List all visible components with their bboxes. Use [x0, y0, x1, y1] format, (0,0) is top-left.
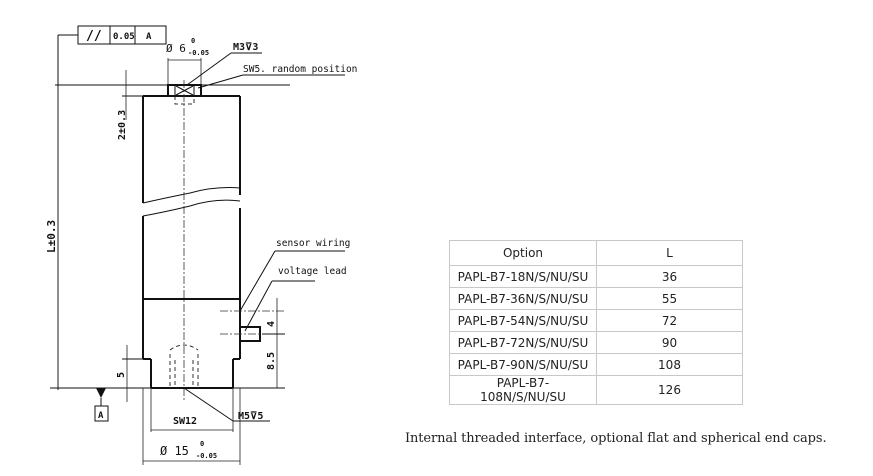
- length-cell: 108: [596, 353, 743, 376]
- option-cell: PAPL-B7-108N/S/NU/SU: [449, 375, 597, 405]
- parallelism-frame: // 0.05 A: [57, 25, 167, 390]
- top-offset-dim: 2±0.3: [117, 110, 128, 140]
- header-length: L: [596, 240, 743, 266]
- body-lower: [142, 299, 241, 389]
- parallelism-datum: A: [146, 32, 152, 42]
- option-cell: PAPL-B7-18N/S/NU/SU: [449, 265, 597, 288]
- table-header-row: Option L: [449, 240, 743, 266]
- length-cell: 55: [596, 287, 743, 310]
- lead-height-dim: 8.5: [266, 352, 277, 370]
- table-row: PAPL-B7-72N/S/NU/SU 90: [449, 331, 743, 354]
- overall-length-dim: L±0.3: [45, 220, 58, 253]
- side-lead: [220, 310, 285, 342]
- length-cell: 126: [596, 375, 743, 405]
- technical-drawing: // 0.05 A Ø 6 0 -0.05 M3⊽3 SW5. random p…: [45, 25, 357, 465]
- header-option: Option: [449, 240, 597, 266]
- sensor-wiring-label: sensor wiring: [276, 238, 350, 249]
- option-cell: PAPL-B7-90N/S/NU/SU: [449, 353, 597, 376]
- length-cell: 72: [596, 309, 743, 332]
- caption: Internal threaded interface, optional fl…: [405, 431, 827, 446]
- top-cap: [167, 84, 202, 105]
- table-row: PAPL-B7-54N/S/NU/SU 72: [449, 309, 743, 332]
- length-cell: 36: [596, 265, 743, 288]
- datum-label: A: [98, 411, 104, 421]
- length-cell: 90: [596, 331, 743, 354]
- parallelism-symbol: //: [86, 29, 102, 44]
- option-length-table: Option L PAPL-B7-18N/S/NU/SU 36 PAPL-B7-…: [449, 240, 743, 405]
- bottom-diameter-lower: -0.05: [196, 452, 217, 460]
- table-row: PAPL-B7-36N/S/NU/SU 55: [449, 287, 743, 310]
- top-diameter-lower: -0.05: [188, 49, 209, 57]
- top-thread-label: M3⊽3: [233, 42, 258, 53]
- parallelism-tolerance: 0.05: [113, 32, 135, 42]
- bottom-flat-dim: SW12: [173, 416, 197, 427]
- bottom-diameter: Ø 15: [160, 444, 189, 458]
- step-height-dim: 5: [116, 372, 127, 378]
- body-upper: [142, 95, 241, 299]
- option-cell: PAPL-B7-36N/S/NU/SU: [449, 287, 597, 310]
- datum-a: A: [94, 388, 109, 422]
- wrench-flat-note: SW5. random position: [243, 64, 357, 75]
- table-row: PAPL-B7-18N/S/NU/SU 36: [449, 265, 743, 288]
- top-diameter-upper: 0: [191, 37, 195, 45]
- option-cell: PAPL-B7-72N/S/NU/SU: [449, 331, 597, 354]
- bottom-diameter-upper: 0: [200, 440, 204, 448]
- table-row: PAPL-B7-90N/S/NU/SU 108: [449, 353, 743, 376]
- lead-width-dim: 4: [266, 321, 277, 327]
- voltage-lead-label: voltage lead: [278, 266, 347, 277]
- top-diameter: Ø 6: [166, 42, 186, 55]
- option-cell: PAPL-B7-54N/S/NU/SU: [449, 309, 597, 332]
- bottom-thread-label: M5⊽5: [238, 411, 263, 422]
- table-row: PAPL-B7-108N/S/NU/SU 126: [449, 375, 743, 405]
